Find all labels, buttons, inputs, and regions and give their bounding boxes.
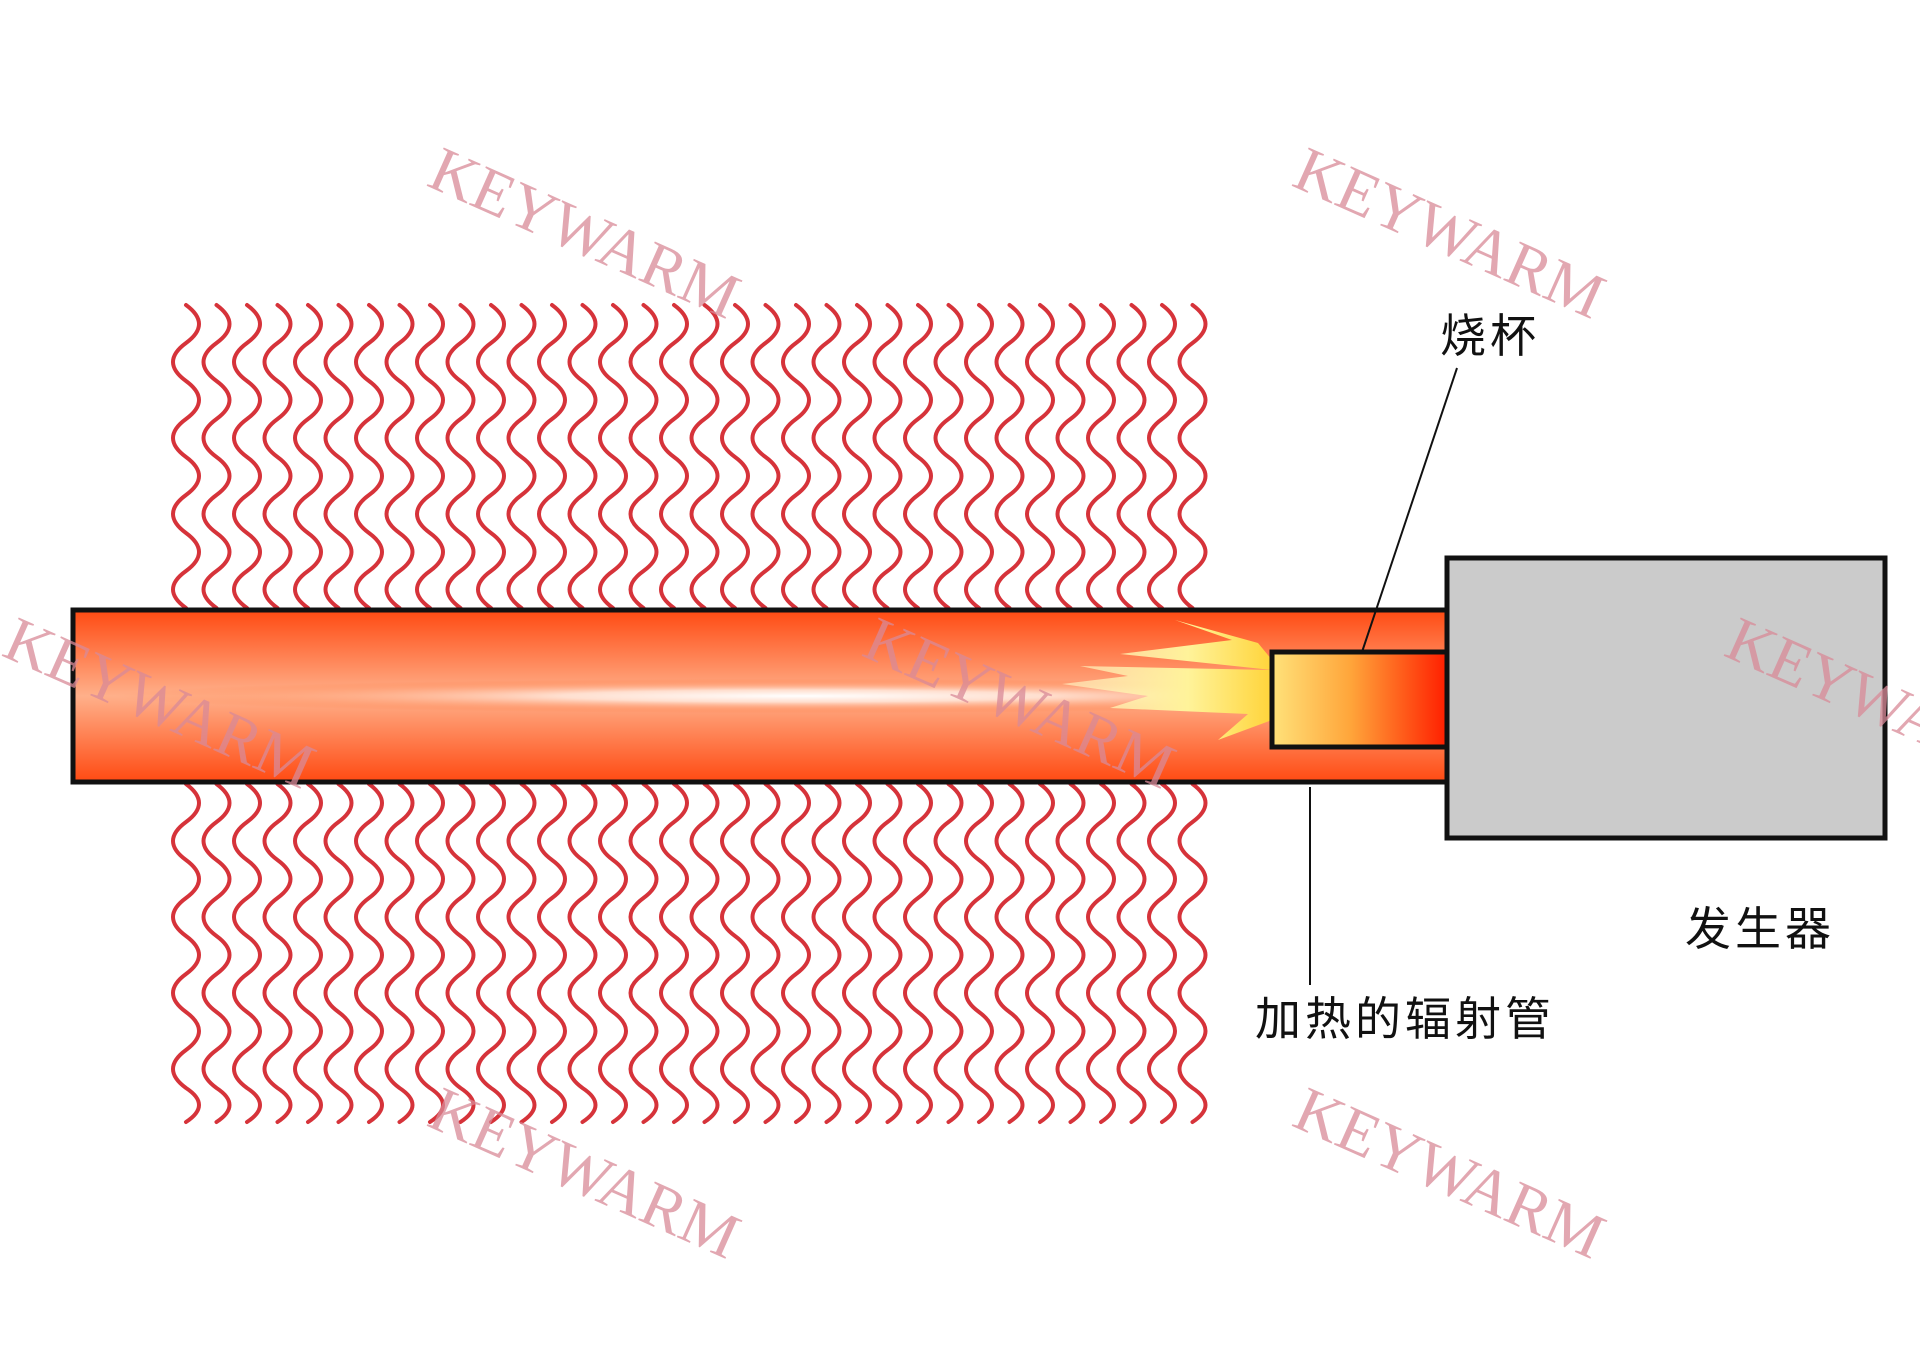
heat-wave-line [659,782,689,1124]
heat-wave-line [1116,303,1147,610]
heat-wave-line [293,303,323,610]
heat-wave-line [1025,303,1055,610]
heat-waves-bottom [171,782,1208,1124]
heat-wave-line [537,303,567,610]
heat-wave-line [354,782,384,1124]
heat-wave-line [628,782,659,1124]
watermark: KEYWARM [1284,133,1615,332]
heat-wave-line [872,303,903,610]
heat-wave-line [689,782,720,1124]
heat-wave-line [567,303,598,610]
heat-wave-line [1086,782,1116,1124]
heat-wave-line [994,782,1025,1124]
heat-wave-line [598,303,628,610]
heat-wave-line [476,303,506,610]
heat-wave-line [1147,303,1177,610]
heat-wave-line [415,782,445,1124]
heat-wave-line [1055,303,1086,610]
heat-wave-line [1177,303,1208,610]
heat-wave-line [384,782,415,1124]
heat-wave-line [384,303,415,610]
heat-wave-line [445,303,476,610]
generator-box [1444,555,1888,841]
heat-wave-line [293,782,323,1124]
flame-icon [1062,620,1272,740]
heat-wave-line [750,782,781,1124]
heat-wave-line [506,303,537,610]
heat-wave-line [506,782,537,1124]
heat-wave-line [445,782,476,1124]
heat-wave-line [262,782,293,1124]
heat-wave-line [476,782,506,1124]
heat-wave-line [994,303,1025,610]
heat-wave-line [811,782,842,1124]
heat-wave-line [232,782,262,1124]
generator-label: 发生器 [1685,902,1835,956]
watermark: KEYWARM [419,133,750,332]
heat-wave-line [537,782,567,1124]
heat-wave-line [354,303,384,610]
heat-waves-top [171,303,1208,610]
watermark: KEYWARM [1284,1073,1615,1272]
heat-wave-line [1177,782,1208,1124]
burner-cup-label: 烧杯 [1440,309,1540,363]
heated-radiant-tube-label: 加热的辐射管 [1255,992,1555,1046]
heat-wave-line [628,303,659,610]
heat-wave-line [262,303,293,610]
heat-wave-line [171,303,201,610]
heat-wave-line [201,782,232,1124]
heat-wave-line [903,782,933,1124]
heat-wave-line [933,303,964,610]
heat-wave-line [933,782,964,1124]
heat-wave-line [964,782,994,1124]
heat-wave-line [1147,782,1177,1124]
heat-wave-line [415,303,445,610]
heat-wave-line [872,782,903,1124]
heat-wave-line [842,782,872,1124]
heat-wave-line [842,303,872,610]
watermark: KEYWARM [419,1073,750,1272]
heat-wave-line [323,782,354,1124]
heat-wave-line [232,303,262,610]
heat-wave-line [781,303,811,610]
burner-cup-leader-line [1361,367,1458,653]
heat-wave-line [750,303,781,610]
heat-wave-line [1025,782,1055,1124]
heat-wave-line [201,303,232,610]
heat-wave-line [598,782,628,1124]
heat-wave-line [903,303,933,610]
heat-wave-line [1055,782,1086,1124]
heat-wave-line [1116,782,1147,1124]
heat-wave-line [1086,303,1116,610]
heat-wave-line [811,303,842,610]
heat-wave-line [323,303,354,610]
heat-wave-line [964,303,994,610]
heat-wave-line [689,303,720,610]
heat-wave-line [659,303,689,610]
heat-wave-line [567,782,598,1124]
heat-wave-line [781,782,811,1124]
heat-wave-line [171,782,201,1124]
heat-wave-line [720,303,750,610]
burner-cup [1269,649,1450,750]
heat-wave-line [720,782,750,1124]
